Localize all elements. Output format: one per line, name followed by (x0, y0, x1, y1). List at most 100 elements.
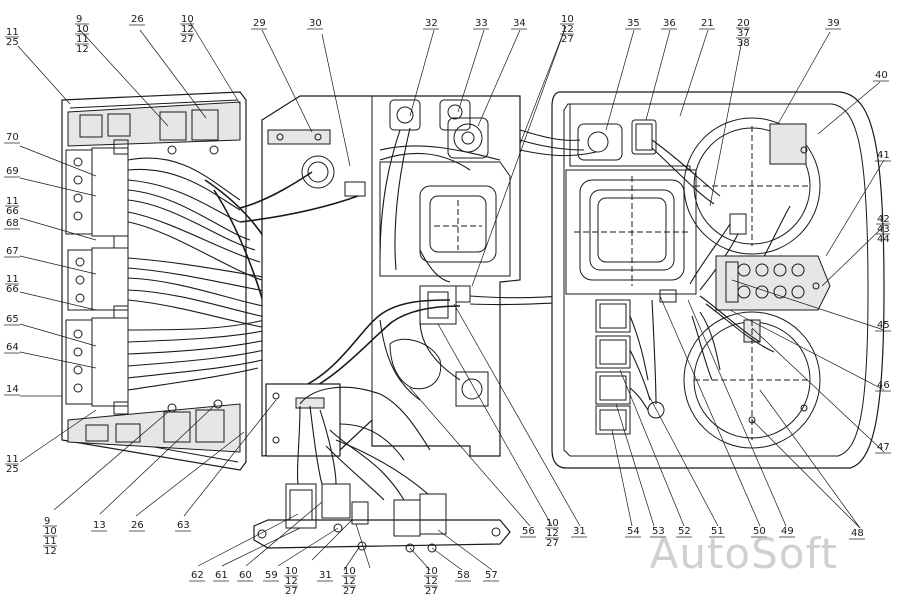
callout-line: 53 (652, 526, 665, 537)
callout-53: 53 (652, 526, 665, 537)
callout-line: 27 (343, 586, 356, 597)
callout-31-right: 31 (573, 526, 586, 537)
callout-line: 11 (44, 536, 57, 547)
leader-lines (17, 21, 885, 571)
callout-64: 64 (6, 342, 19, 353)
callout-line: 42 (877, 214, 890, 225)
callout-70: 70 (6, 132, 19, 143)
callout-line: 66 (6, 206, 19, 217)
callout-line: 49 (781, 526, 794, 537)
callout-line: 12 (285, 576, 298, 587)
callout-line: 46 (877, 380, 890, 391)
callout-line: 10 (343, 566, 356, 577)
callout-line: 62 (191, 570, 204, 581)
callout-30: 30 (309, 18, 322, 29)
callout-62: 62 (191, 570, 204, 581)
callout-35: 35 (627, 18, 640, 29)
callout-line: 41 (877, 150, 890, 161)
callout-48: 48 (851, 528, 864, 539)
callout-line: 10 (546, 518, 559, 529)
callout-line: 11 (6, 27, 19, 38)
callout-line: 10 (76, 24, 89, 35)
callout-line: 27 (181, 34, 194, 45)
callout-line: 58 (457, 570, 470, 581)
callout-line: 12 (181, 24, 194, 35)
callout-21: 21 (701, 18, 714, 29)
callout-49: 49 (781, 526, 794, 537)
callout-line: 63 (177, 520, 190, 531)
callout-line: 59 (265, 570, 278, 581)
callout-line: 25 (6, 37, 19, 48)
callout-51: 51 (711, 526, 724, 537)
callout-line: 61 (215, 570, 228, 581)
instrument-cluster (519, 91, 885, 469)
callout-45: 45 (877, 320, 890, 331)
callout-61: 61 (215, 570, 228, 581)
callout-67: 67 (6, 246, 19, 257)
callout-line: 26 (131, 14, 144, 25)
callout-line: 20 (737, 18, 750, 29)
callout-33: 33 (475, 18, 488, 29)
callout-line: 27 (546, 538, 559, 549)
callout-line: 21 (701, 18, 714, 29)
callout-line: 52 (678, 526, 691, 537)
callout-40: 40 (875, 70, 888, 81)
callout-line: 13 (93, 520, 106, 531)
callout-57: 57 (485, 570, 498, 581)
callout-line: 10 (561, 14, 574, 25)
callout-line: 9 (44, 516, 50, 527)
callout-line: 11 (6, 274, 19, 285)
callout-line: 27 (425, 586, 438, 597)
callout-line: 11 (76, 34, 89, 45)
callout-line: 12 (76, 44, 89, 55)
callout-line: 29 (253, 18, 266, 29)
callout-line: 40 (875, 70, 888, 81)
callout-line: 12 (546, 528, 559, 539)
callout-line: 12 (44, 546, 57, 557)
callout-68: 68 (6, 218, 19, 229)
callout-line: 70 (6, 132, 19, 143)
callout-line: 39 (827, 18, 840, 29)
callout-line: 12 (425, 576, 438, 587)
callout-line: 51 (711, 526, 724, 537)
callout-32: 32 (425, 18, 438, 29)
callout-line: 12 (561, 24, 574, 35)
callout-34: 34 (513, 18, 526, 29)
callout-line: 38 (737, 38, 750, 49)
callout-line: 37 (737, 28, 750, 39)
callout-line: 10 (181, 14, 194, 25)
callout-63: 63 (177, 520, 190, 531)
callout-line: 64 (6, 342, 19, 353)
callout-26-top: 26 (131, 14, 144, 25)
callout-line: 54 (627, 526, 640, 537)
callout-line: 10 (285, 566, 298, 577)
callout-line: 9 (76, 14, 82, 25)
callout-line: 25 (6, 464, 19, 475)
callout-58: 58 (457, 570, 470, 581)
callout-29: 29 (253, 18, 266, 29)
callout-line: 10 (44, 526, 57, 537)
callout-line: 43 (877, 224, 890, 235)
callout-13: 13 (93, 520, 106, 531)
callout-line: 26 (131, 520, 144, 531)
callout-14: 14 (6, 384, 19, 395)
center-panel (239, 95, 711, 457)
callout-line: 47 (877, 442, 890, 453)
callout-line: 65 (6, 314, 19, 325)
callout-line: 10 (425, 566, 438, 577)
callout-46: 46 (877, 380, 890, 391)
callout-59: 59 (265, 570, 278, 581)
